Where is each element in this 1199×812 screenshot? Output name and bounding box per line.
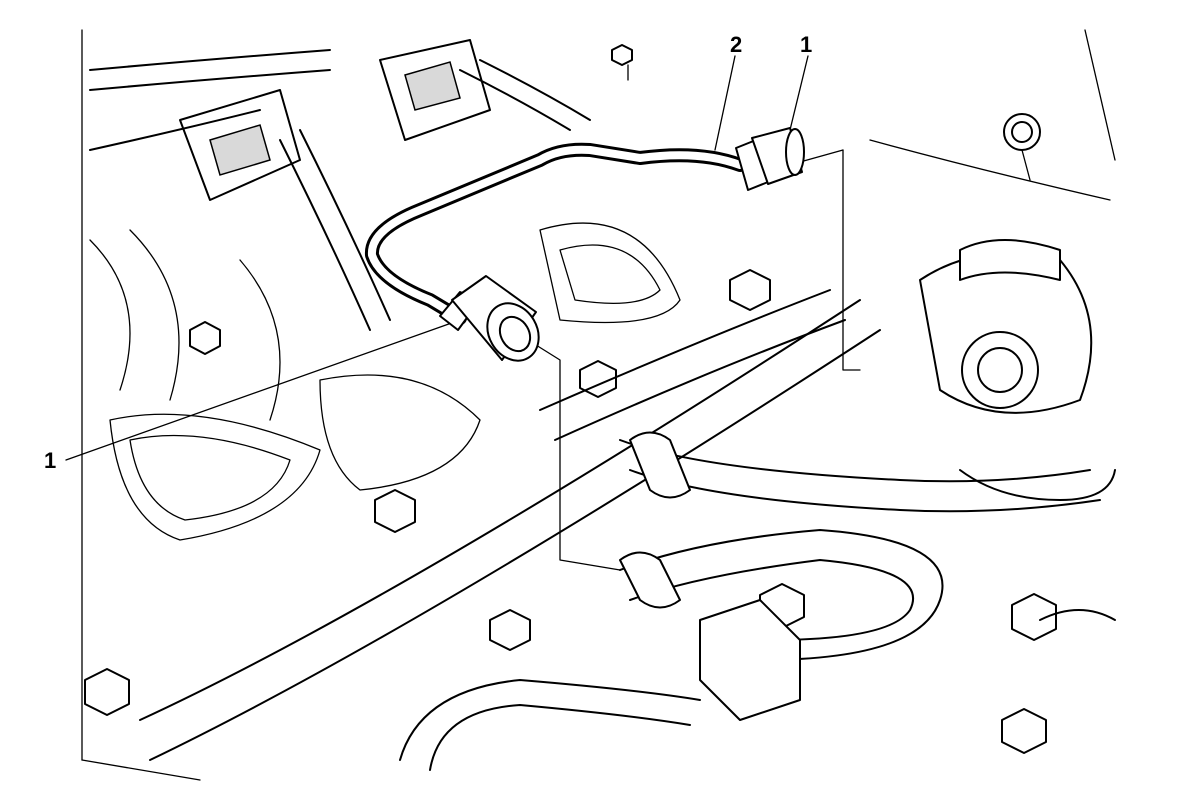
pipe-fitting-top	[735, 127, 805, 191]
leader-lines	[65, 55, 1031, 571]
pipe-fitting-left	[439, 275, 540, 362]
callout-fitting-left: 1	[44, 448, 57, 473]
fuel-pipe-assembly	[365, 127, 805, 362]
callout-pipe: 2	[730, 32, 743, 57]
callout-fitting-top: 1	[800, 32, 813, 57]
fuel-feed-pipe	[365, 142, 747, 325]
engine-background	[81, 29, 1116, 781]
